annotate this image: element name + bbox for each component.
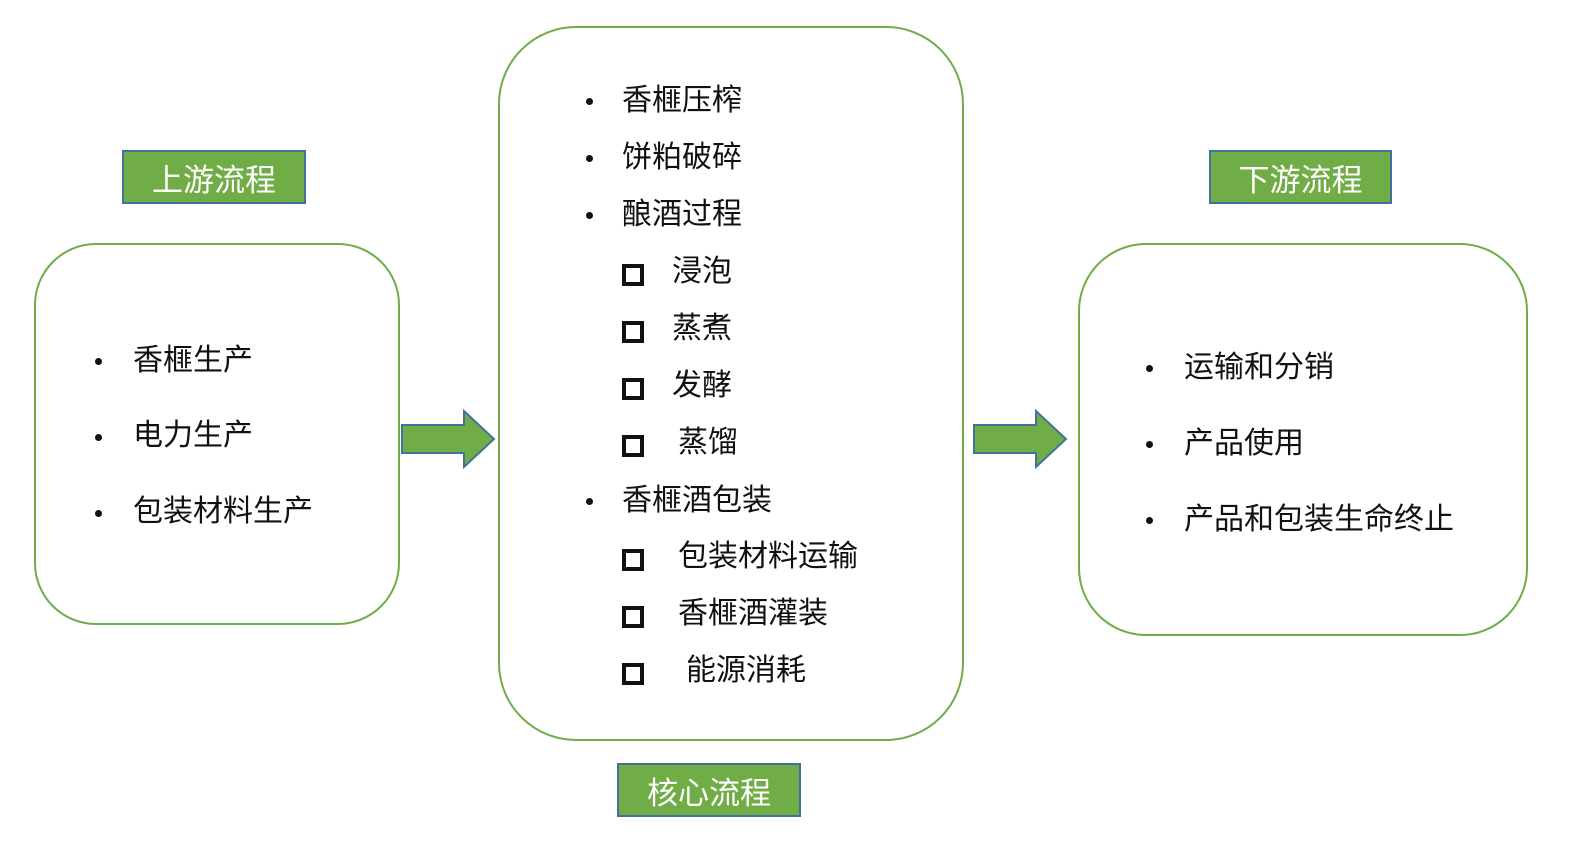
upstream-item: 香榧生产 [133, 343, 253, 378]
upstream-item: 包装材料生产 [133, 494, 313, 529]
right-arrow-icon [973, 408, 1068, 470]
square-bullet-icon [622, 606, 644, 628]
core-subitem: 香榧酒灌装 [678, 596, 828, 631]
square-bullet-icon [622, 663, 644, 685]
bullet-icon [95, 358, 102, 365]
upstream-item: 电力生产 [133, 418, 253, 453]
core-title-text: 核心流程 [647, 775, 771, 812]
core-item: 饼粕破碎 [622, 140, 742, 175]
bullet-icon [95, 510, 102, 517]
right-arrow-icon [401, 408, 496, 470]
core-item: 酿酒过程 [622, 197, 742, 232]
downstream-item: 产品使用 [1184, 426, 1304, 461]
bullet-icon [586, 498, 593, 505]
bullet-icon [586, 155, 593, 162]
bullet-icon [1146, 441, 1153, 448]
core-item: 香榧压榨 [622, 83, 742, 118]
downstream-title-text: 下游流程 [1238, 162, 1363, 199]
bullet-icon [586, 212, 593, 219]
bullet-icon [1146, 517, 1153, 524]
core-subitem: 发酵 [672, 368, 732, 403]
bullet-icon [1146, 365, 1153, 372]
core-title-label: 核心流程 [617, 763, 801, 817]
downstream-title-label: 下游流程 [1209, 150, 1392, 204]
square-bullet-icon [622, 549, 644, 571]
core-item: 香榧酒包装 [622, 483, 772, 518]
square-bullet-icon [622, 378, 644, 400]
downstream-item: 产品和包装生命终止 [1184, 502, 1454, 537]
core-subitem: 蒸馏 [678, 425, 738, 460]
upstream-panel: 香榧生产 电力生产 包装材料生产 [34, 243, 400, 625]
core-panel: 香榧压榨 饼粕破碎 酿酒过程 浸泡 蒸煮 发酵 蒸馏 香榧酒包装 包装材料运输 … [498, 26, 964, 741]
core-subitem: 浸泡 [672, 254, 732, 289]
bullet-icon [586, 98, 593, 105]
core-subitem: 能源消耗 [686, 653, 806, 688]
square-bullet-icon [622, 321, 644, 343]
upstream-title-text: 上游流程 [152, 162, 276, 199]
core-subitem: 包装材料运输 [678, 539, 858, 574]
square-bullet-icon [622, 435, 644, 457]
downstream-panel: 运输和分销 产品使用 产品和包装生命终止 [1078, 243, 1528, 636]
square-bullet-icon [622, 264, 644, 286]
core-subitem: 蒸煮 [672, 311, 732, 346]
downstream-item: 运输和分销 [1184, 350, 1334, 385]
bullet-icon [95, 434, 102, 441]
upstream-title-label: 上游流程 [122, 150, 306, 204]
